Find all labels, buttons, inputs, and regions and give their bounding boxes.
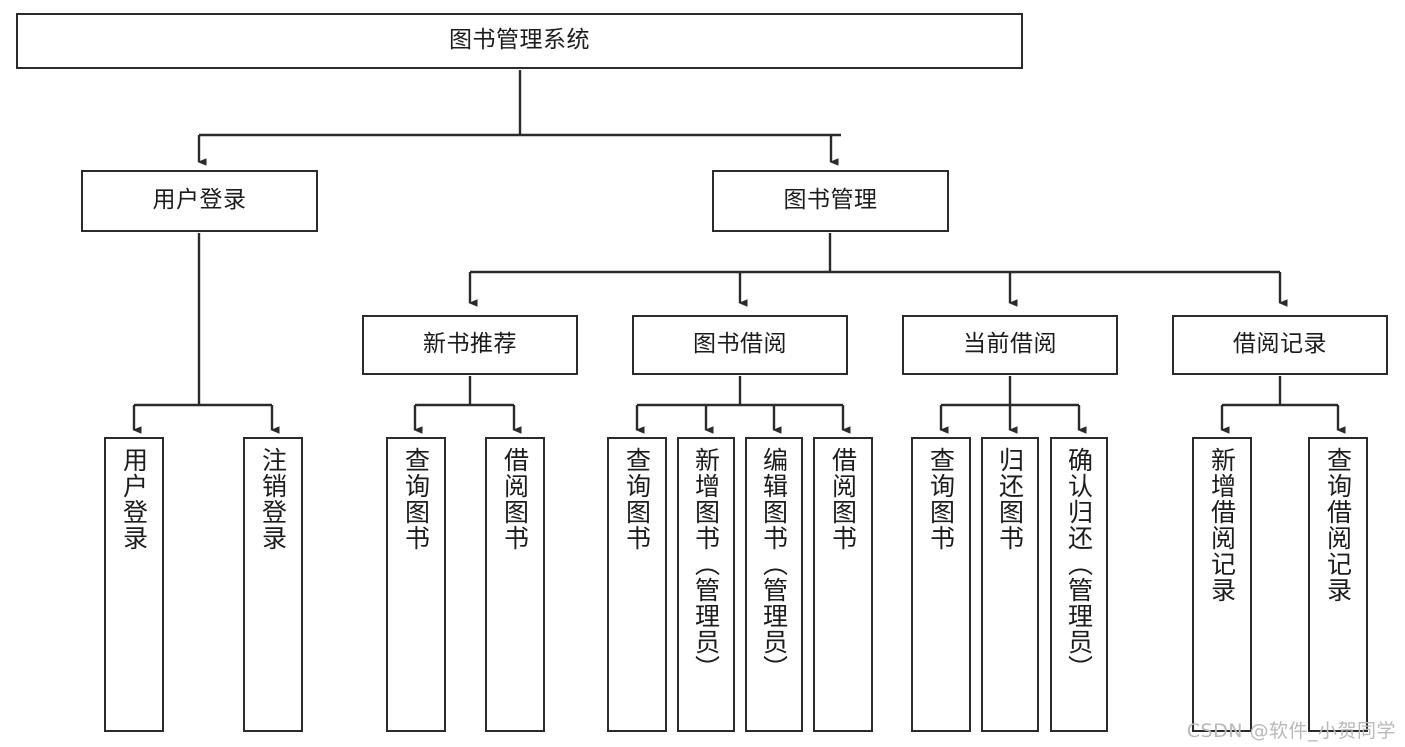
watermark-text: CSDN @软件_小贺同学 (1186, 720, 1396, 742)
node-borrow-record[interactable]: 借阅记录 (1172, 315, 1388, 375)
node-leaf-return-book-label: 归还图书 (995, 447, 1025, 551)
node-leaf-query-borrow-record[interactable]: 查询借阅记录 (1308, 437, 1368, 732)
node-new-book-recommend[interactable]: 新书推荐 (362, 315, 578, 375)
node-leaf-borrow-book-2-label: 借阅图书 (828, 447, 858, 551)
node-leaf-query-book-1-label: 查询图书 (401, 447, 431, 551)
node-leaf-query-borrow-record-label: 查询借阅记录 (1323, 447, 1353, 603)
node-leaf-query-book-1[interactable]: 查询图书 (386, 437, 446, 732)
node-root[interactable]: 图书管理系统 (16, 13, 1023, 69)
node-book-management-label: 图书管理 (783, 187, 878, 214)
node-leaf-logout-login[interactable]: 注销登录 (243, 437, 303, 732)
node-leaf-user-login[interactable]: 用户登录 (104, 437, 164, 732)
node-leaf-edit-book-label: 编辑图书（管理员） (759, 447, 789, 681)
node-leaf-add-book-label: 新增图书（管理员） (691, 447, 721, 681)
node-leaf-query-book-2-label: 查询图书 (622, 447, 652, 551)
node-leaf-add-borrow-record-label: 新增借阅记录 (1207, 447, 1237, 603)
node-book-management[interactable]: 图书管理 (712, 170, 949, 232)
node-leaf-confirm-return-label: 确认归还（管理员） (1064, 447, 1094, 681)
node-leaf-add-borrow-record[interactable]: 新增借阅记录 (1192, 437, 1252, 732)
node-leaf-user-login-label: 用户登录 (119, 447, 149, 551)
node-leaf-borrow-book-1-label: 借阅图书 (500, 447, 530, 551)
node-leaf-query-book-2[interactable]: 查询图书 (607, 437, 667, 732)
node-leaf-borrow-book-2[interactable]: 借阅图书 (813, 437, 873, 732)
node-leaf-confirm-return[interactable]: 确认归还（管理员） (1050, 437, 1108, 732)
node-book-borrow[interactable]: 图书借阅 (632, 315, 848, 375)
node-leaf-query-book-3[interactable]: 查询图书 (911, 437, 971, 732)
node-current-borrow-label: 当前借阅 (963, 331, 1057, 358)
node-leaf-return-book[interactable]: 归还图书 (981, 437, 1039, 732)
node-user-login[interactable]: 用户登录 (81, 170, 318, 232)
node-user-login-label: 用户登录 (152, 187, 247, 214)
node-root-label: 图书管理系统 (449, 27, 590, 54)
node-leaf-query-book-3-label: 查询图书 (926, 447, 956, 551)
node-leaf-add-book[interactable]: 新增图书（管理员） (677, 437, 735, 732)
node-current-borrow[interactable]: 当前借阅 (902, 315, 1118, 375)
node-leaf-logout-login-label: 注销登录 (258, 447, 288, 551)
node-leaf-borrow-book-1[interactable]: 借阅图书 (485, 437, 545, 732)
node-borrow-record-label: 借阅记录 (1233, 331, 1327, 358)
node-leaf-edit-book[interactable]: 编辑图书（管理员） (745, 437, 803, 732)
node-book-borrow-label: 图书借阅 (693, 331, 787, 358)
node-new-book-recommend-label: 新书推荐 (423, 331, 517, 358)
